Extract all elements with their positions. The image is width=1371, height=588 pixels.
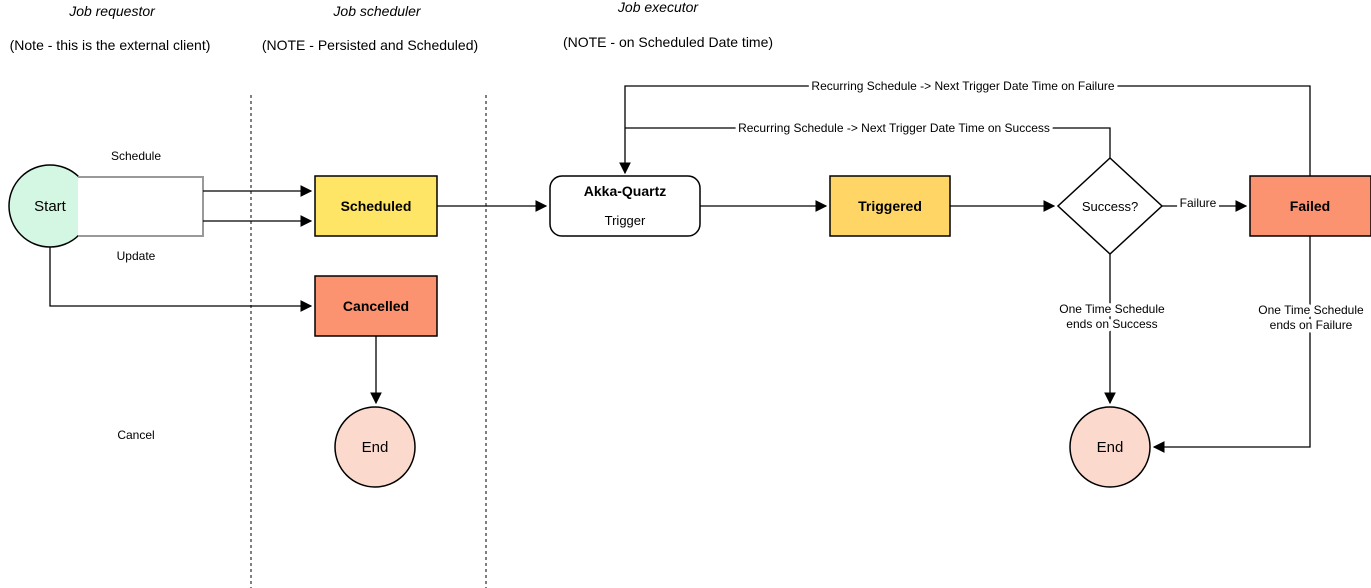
triggered-node-label: Triggered xyxy=(858,198,922,214)
cancelled-node-label: Cancelled xyxy=(343,298,409,314)
triggered-node xyxy=(829,175,951,237)
failed-node-label: Failed xyxy=(1290,198,1330,214)
edge-label-update: Update xyxy=(117,249,156,263)
lane-title-job-executor: Job executor xyxy=(617,0,699,15)
edge-recurring-failure xyxy=(619,85,1311,176)
edge-label-recurring-success: Recurring Schedule -> Next Trigger Date … xyxy=(738,121,1050,135)
edge-label-one-time-success-line2: ends on Success xyxy=(1066,317,1157,331)
start-node-label: Start xyxy=(34,198,67,215)
schedule-update-connector-body xyxy=(78,176,204,237)
edge-label-one-time-failure-line1: One Time Schedule xyxy=(1258,303,1364,317)
scheduled-node-label: Scheduled xyxy=(341,198,412,214)
akka-quartz-node-subtitle: Trigger xyxy=(605,213,646,228)
edge-cancel xyxy=(49,247,313,312)
end-node-right xyxy=(1069,406,1151,488)
cancelled-node xyxy=(314,275,438,337)
edge-recurring-success xyxy=(625,127,1111,158)
edge-label-one-time-failure-line2: ends on Failure xyxy=(1270,318,1353,332)
edge-label-failure: Failure xyxy=(1180,196,1217,210)
failed-node xyxy=(1249,175,1371,237)
end-node-left xyxy=(334,406,416,488)
end-node-right-label: End xyxy=(1097,439,1124,456)
lane-note-job-scheduler: (NOTE - Persisted and Scheduled) xyxy=(262,37,478,53)
edge-failed-to-end xyxy=(1152,236,1311,453)
lane-note-job-requestor: (Note - this is the external client) xyxy=(10,37,211,53)
lane-title-job-scheduler: Job scheduler xyxy=(332,3,422,19)
success-decision-node xyxy=(1056,156,1164,256)
success-decision-node-label: Success? xyxy=(1082,199,1138,214)
edge-label-one-time-success-line1: One Time Schedule xyxy=(1059,302,1165,316)
akka-quartz-node xyxy=(549,175,701,237)
edge-label-cancel: Cancel xyxy=(117,428,154,442)
lane-note-job-executor: (NOTE - on Scheduled Date time) xyxy=(563,34,773,50)
edge-label-recurring-failure: Recurring Schedule -> Next Trigger Date … xyxy=(811,79,1114,93)
end-node-left-label: End xyxy=(362,439,389,456)
edge-label-schedule: Schedule xyxy=(111,149,161,163)
akka-quartz-node-title: Akka-Quartz xyxy=(584,183,666,199)
lane-title-job-requestor: Job requestor xyxy=(68,3,156,19)
scheduled-node xyxy=(314,175,438,237)
